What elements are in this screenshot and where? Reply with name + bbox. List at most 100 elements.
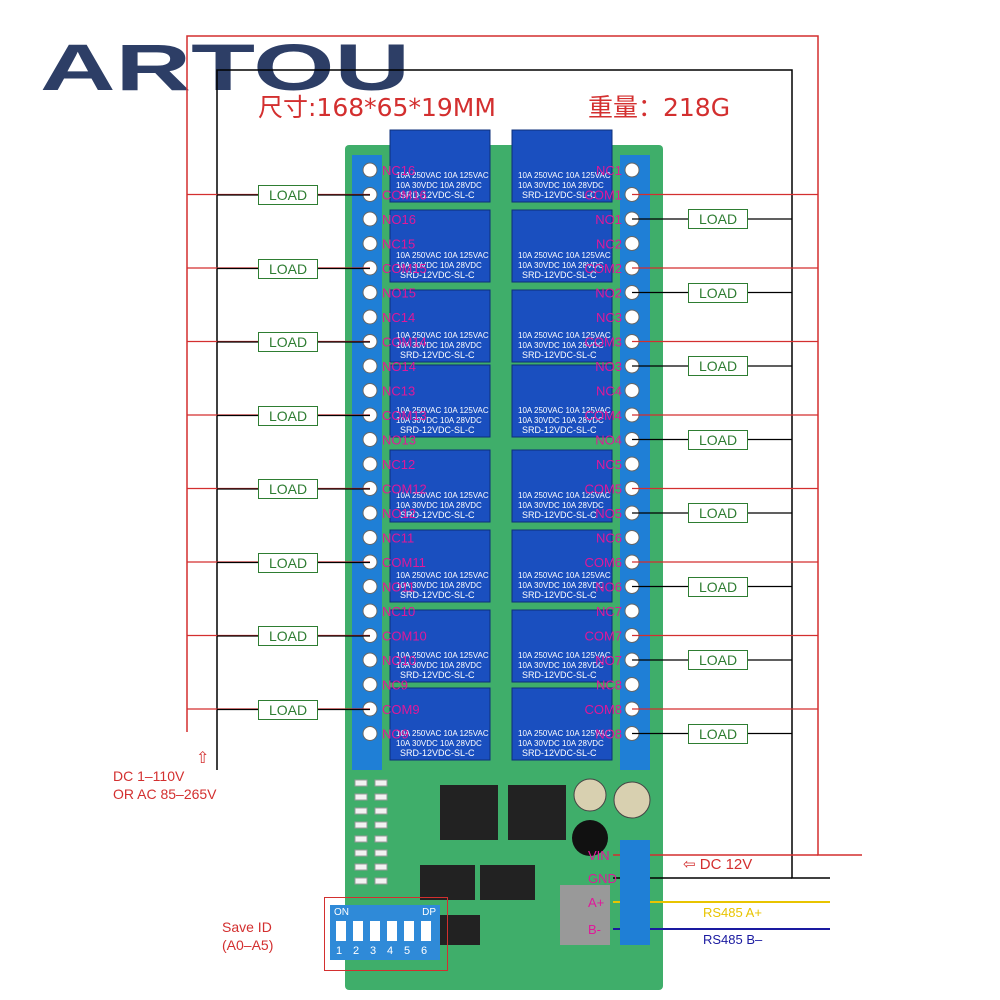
terminal-label: NO11 bbox=[382, 580, 415, 595]
dip-dp-label: DP bbox=[422, 907, 436, 918]
relay-rating-ac: 10A 250VAC 10A 125VAC bbox=[396, 406, 489, 415]
dc-input-label: ⇦ DC 12V bbox=[683, 856, 753, 873]
terminal-label: NC16 bbox=[382, 163, 415, 178]
load-box: LOAD bbox=[258, 405, 318, 426]
relay-rating-ac: 10A 250VAC 10A 125VAC bbox=[518, 251, 611, 260]
terminal-label: NC1 bbox=[596, 163, 622, 178]
dip-number: 6 bbox=[421, 945, 428, 957]
relay-model: SRD-12VDC-SL-C bbox=[522, 748, 597, 758]
terminal-label: NO10 bbox=[382, 653, 416, 668]
capacitor-1 bbox=[573, 778, 607, 812]
terminal-label: NC8 bbox=[596, 678, 622, 693]
status-led bbox=[354, 793, 368, 801]
relay-rating-dc: 10A 30VDC 10A 28VDC bbox=[396, 261, 482, 270]
status-led bbox=[374, 835, 388, 843]
terminal-label: NO4 bbox=[595, 433, 622, 448]
terminal-screw bbox=[362, 677, 378, 692]
relay-rating-dc: 10A 30VDC 10A 28VDC bbox=[518, 661, 604, 670]
ic-chip-3 bbox=[420, 865, 475, 900]
terminal-label: NC4 bbox=[596, 384, 622, 399]
up-arrow-icon: ⇧ bbox=[196, 750, 210, 767]
dip-toggle[interactable] bbox=[404, 921, 414, 941]
terminal-label: COM16 bbox=[382, 188, 427, 203]
load-box: LOAD bbox=[258, 552, 318, 573]
dip-toggle[interactable] bbox=[387, 921, 397, 941]
ic-chip-2 bbox=[508, 785, 566, 840]
ic-chip-5 bbox=[440, 915, 480, 945]
dimensions-text: 尺寸:168*65*19MM bbox=[258, 93, 496, 122]
terminal-label: COM14 bbox=[382, 335, 427, 350]
terminal-label: NO7 bbox=[595, 653, 622, 668]
relay-rating-dc: 10A 30VDC 10A 28VDC bbox=[396, 661, 482, 670]
relay-rating-ac: 10A 250VAC 10A 125VAC bbox=[396, 331, 489, 340]
terminal-label: NC15 bbox=[382, 237, 415, 252]
status-led bbox=[354, 807, 368, 815]
power-terminal-label: A+ bbox=[588, 895, 605, 910]
terminal-label: COM5 bbox=[584, 482, 622, 497]
terminal-label: NC2 bbox=[596, 237, 622, 252]
black-supply-frame bbox=[216, 69, 830, 879]
load-box: LOAD bbox=[688, 209, 748, 229]
terminal-label: NC3 bbox=[596, 310, 622, 325]
relay-rating-ac: 10A 250VAC 10A 125VAC bbox=[396, 651, 489, 660]
relay-rating-ac: 10A 250VAC 10A 125VAC bbox=[518, 171, 611, 180]
status-led bbox=[374, 821, 388, 829]
ic-chip-1 bbox=[440, 785, 498, 840]
terminal-screw bbox=[624, 603, 640, 619]
load-box: LOAD bbox=[688, 282, 748, 303]
dip-number: 3 bbox=[370, 945, 377, 957]
terminal-label: COM7 bbox=[584, 629, 622, 644]
dip-toggle[interactable] bbox=[421, 921, 431, 941]
status-led bbox=[374, 877, 388, 885]
relay-rating-ac: 10A 250VAC 10A 125VAC bbox=[396, 171, 489, 180]
load-box: LOAD bbox=[688, 429, 748, 450]
terminal-label: NO8 bbox=[595, 727, 622, 742]
terminal-screw bbox=[362, 530, 378, 545]
terminal-screw bbox=[624, 162, 640, 178]
terminal-label: COM12 bbox=[382, 482, 427, 497]
relay-rating-dc: 10A 30VDC 10A 28VDC bbox=[518, 581, 604, 590]
terminal-label: NO2 bbox=[595, 286, 622, 301]
terminal-label: COM13 bbox=[382, 408, 427, 423]
relay-rating-ac: 10A 250VAC 10A 125VAC bbox=[396, 491, 489, 500]
dip-toggle[interactable] bbox=[336, 921, 346, 941]
relay-model: SRD-12VDC-SL-C bbox=[400, 510, 475, 520]
terminal-label: COM3 bbox=[584, 335, 622, 350]
dip-toggle[interactable] bbox=[353, 921, 363, 941]
terminal-screw bbox=[362, 383, 378, 398]
terminal-label: NC10 bbox=[382, 604, 415, 619]
load-box: LOAD bbox=[258, 626, 318, 646]
relay-rating-ac: 10A 250VAC 10A 125VAC bbox=[396, 251, 489, 260]
relay-model: SRD-12VDC-SL-C bbox=[522, 510, 597, 520]
power-terminal-block bbox=[620, 840, 650, 945]
terminal-screw bbox=[624, 677, 640, 692]
status-led bbox=[374, 863, 388, 871]
load-box: LOAD bbox=[688, 650, 748, 670]
load-box: LOAD bbox=[688, 723, 748, 744]
relay-rating-dc: 10A 30VDC 10A 28VDC bbox=[518, 261, 604, 270]
relay-rating-dc: 10A 30VDC 10A 28VDC bbox=[396, 341, 482, 350]
dip-toggle[interactable] bbox=[370, 921, 380, 941]
relay-model: SRD-12VDC-SL-C bbox=[522, 350, 597, 360]
load-box: LOAD bbox=[688, 503, 748, 523]
capacitor-2 bbox=[613, 781, 651, 819]
status-led bbox=[354, 863, 368, 871]
relay-model: SRD-12VDC-SL-C bbox=[400, 425, 475, 435]
status-led bbox=[354, 849, 368, 857]
power-terminal-label: GND bbox=[588, 871, 617, 886]
terminal-label: NO1 bbox=[595, 212, 622, 227]
artou-logo: ARTOU bbox=[40, 38, 410, 98]
terminal-label: NC6 bbox=[596, 531, 622, 546]
